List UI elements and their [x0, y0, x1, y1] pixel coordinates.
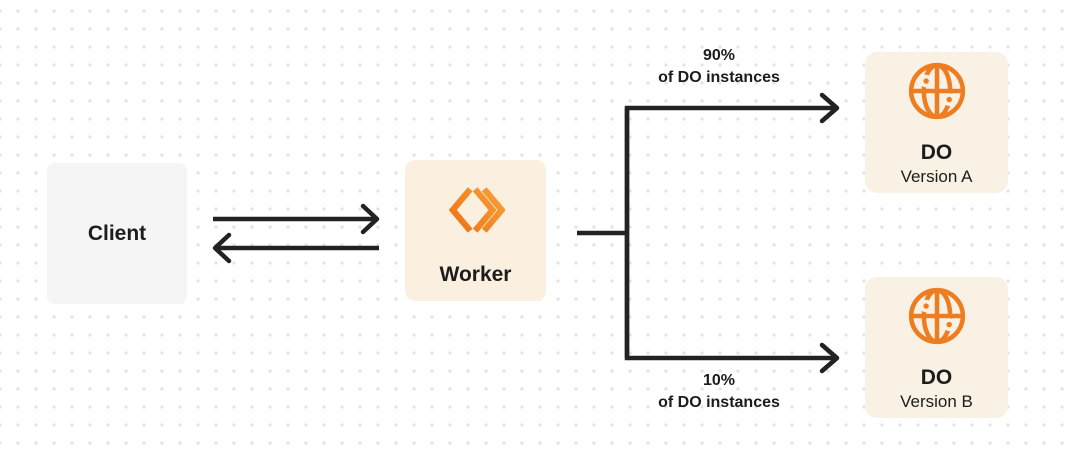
split-bottom-branch-line	[624, 108, 835, 361]
client-label: Client	[87, 221, 147, 245]
do-version-b-node: DO Version B	[865, 277, 1008, 418]
split-top-branch-line	[624, 105, 835, 358]
split-top-label: 90% of DO instances	[619, 45, 819, 89]
globe-icon	[908, 62, 965, 120]
split-top-percent: 90%	[702, 47, 736, 64]
split-bottom-label: 10% of DO instances	[619, 370, 819, 414]
worker-node: Worker	[405, 160, 546, 301]
split-top-arrowhead	[819, 92, 840, 124]
do-b-title: DO	[920, 366, 953, 389]
do-version-a-node: DO Version A	[865, 52, 1008, 193]
do-b-subtitle: Version B	[900, 392, 973, 411]
worker-to-client-arrowhead	[212, 232, 232, 264]
client-node: Client	[47, 163, 187, 304]
workers-logo-icon	[448, 187, 505, 233]
split-bottom-percent: 10%	[702, 372, 736, 389]
do-a-title: DO	[920, 141, 953, 164]
globe-icon	[908, 287, 965, 345]
worker-label: Worker	[439, 263, 512, 286]
split-top-caption: of DO instances	[658, 69, 780, 86]
client-to-worker-arrowhead	[360, 203, 380, 235]
split-bottom-arrowhead	[819, 342, 840, 374]
do-a-subtitle: Version A	[900, 167, 973, 186]
split-bottom-caption: of DO instances	[658, 394, 780, 411]
